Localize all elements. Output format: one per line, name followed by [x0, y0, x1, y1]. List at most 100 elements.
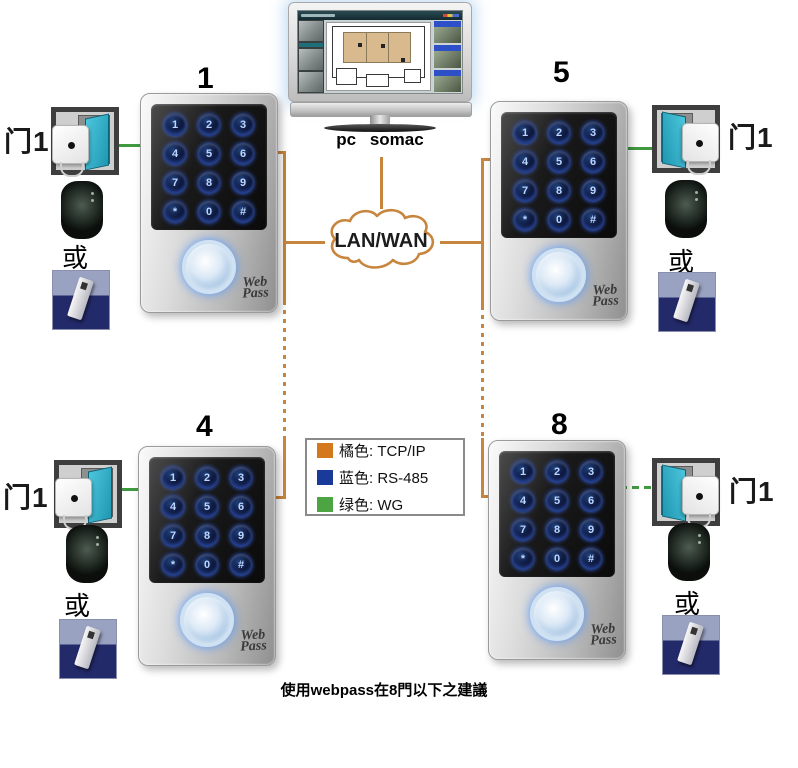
keypad-key: 9 [582, 180, 604, 202]
legend-box: 橘色: TCP/IP 蓝色: RS-485 绿色: WG [305, 438, 465, 516]
lock-bolt [74, 625, 101, 670]
line-left-dotted [283, 301, 286, 437]
line-left-to-cloud [283, 241, 325, 244]
keypad-key: 0 [548, 209, 570, 231]
keypad-key: 5 [198, 143, 220, 165]
legend-swatch-blue [317, 469, 333, 485]
camera-thumbnail [299, 21, 323, 42]
camera-thumbnail [434, 69, 461, 92]
keypad-key: 0 [198, 201, 220, 223]
keypad-key: 9 [232, 172, 254, 194]
keypad-key: 5 [546, 490, 568, 512]
electric-lock-image [662, 615, 720, 675]
line-monitor-to-cloud [380, 157, 383, 209]
pc-monitor [286, 0, 474, 152]
keypad-key: 3 [580, 461, 602, 483]
controller-1-number: 1 [197, 62, 214, 95]
legend-label: 绿色: WG [339, 496, 404, 514]
titlebar-buttons [443, 14, 459, 17]
legend-label: 橘色: TCP/IP [339, 442, 426, 460]
plan-marker [401, 57, 406, 62]
line-wg-door1-top-right [623, 147, 657, 150]
keypad-key: 9 [230, 525, 252, 547]
plan-subroom [366, 73, 389, 87]
card-reader [665, 180, 707, 238]
doorbell-button [530, 587, 584, 641]
keypad-key: 6 [580, 490, 602, 512]
electric-lock-image [52, 270, 110, 330]
legend-item-rs485: 蓝色: RS-485 [317, 467, 453, 488]
floor-plan [326, 22, 431, 91]
door-label: 门1 [4, 126, 50, 157]
plan-marker [380, 44, 385, 49]
controller-8-number: 8 [551, 408, 568, 441]
legend-swatch-orange [317, 442, 333, 458]
controller-5-number: 5 [553, 56, 570, 89]
electric-lock-image [658, 272, 716, 332]
doorbell-button [182, 240, 236, 294]
keypad-key: 1 [512, 461, 534, 483]
keypad-key: 4 [164, 143, 186, 165]
monitor-base [324, 124, 436, 132]
keypad-key: 4 [512, 490, 534, 512]
camera-thumbnail [434, 45, 461, 68]
door-closer-unit [52, 125, 89, 164]
keypad-key: 2 [196, 467, 218, 489]
monitor-screen [297, 10, 463, 94]
camera-thumbnails-right [433, 20, 462, 93]
keypad-key: * [512, 548, 534, 570]
doorbell-button [532, 248, 586, 302]
keypad-key: 1 [162, 467, 184, 489]
keypad-key: 8 [548, 180, 570, 202]
keypad-key: 6 [582, 151, 604, 173]
keypad-key: 4 [514, 151, 536, 173]
door-icon [54, 460, 122, 530]
electric-lock-image [59, 619, 117, 679]
line-right-to-cloud [440, 241, 484, 244]
titlebar-text-mark [301, 14, 335, 17]
software-titlebar [298, 11, 462, 20]
door-label: 门1 [728, 122, 774, 153]
keypad-key: * [162, 554, 184, 576]
keypad-key: 7 [164, 172, 186, 194]
keypad-key: 4 [162, 496, 184, 518]
door-closer-unit [682, 476, 719, 515]
plan-subroom [404, 69, 421, 84]
keypad-key: 0 [546, 548, 568, 570]
keypad-key: 3 [230, 467, 252, 489]
camera-thumbnail [434, 21, 461, 44]
camera-thumbnails-left [298, 20, 324, 93]
thumbnail-label-strip [299, 43, 323, 48]
door-label: 门1 [729, 476, 775, 507]
door-station-top-right: 门1 或 [650, 102, 798, 334]
legend-label: 蓝色: RS-485 [339, 469, 429, 487]
line-left-vertical [283, 151, 286, 301]
keypad-key: 3 [232, 114, 254, 136]
card-reader [668, 523, 710, 581]
floor-plan-rooms [343, 31, 412, 64]
card-reader [66, 525, 108, 583]
line-wg-door1-bottom-right [620, 486, 656, 489]
pc-label: pc somac [336, 130, 424, 149]
keypad-key: 7 [514, 180, 536, 202]
keypad-key: 5 [548, 151, 570, 173]
line-wg-door1-top-left [108, 144, 142, 147]
line-right-vertical [481, 158, 484, 306]
diagram-caption: 使用webpass在8門以下之建議 [280, 682, 488, 699]
monitor-stand [370, 115, 390, 125]
door-station-bottom-left: 门1 或 [3, 460, 133, 692]
keypad-key: # [232, 201, 254, 223]
line-right-dotted [481, 306, 484, 438]
lock-bolt [673, 278, 700, 323]
